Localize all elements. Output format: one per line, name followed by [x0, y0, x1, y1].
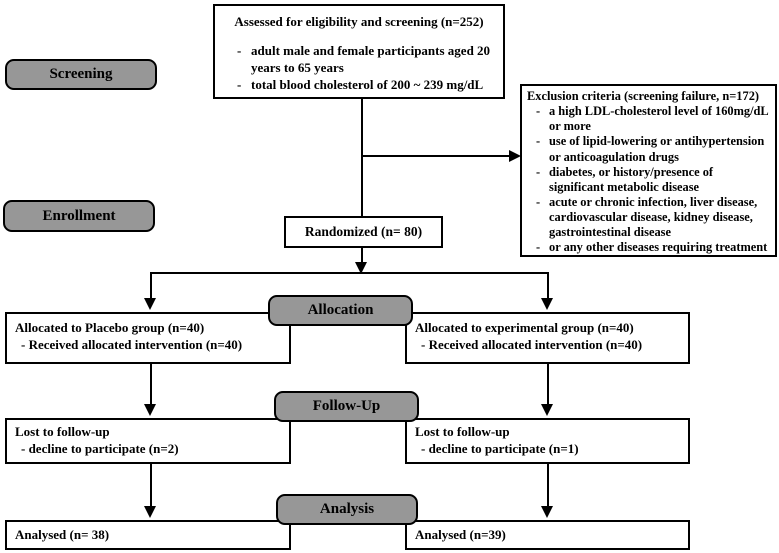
placebo-followup-line2: - decline to participate (n=2): [21, 440, 179, 456]
assessed-title: Assessed for eligibility and screening (…: [234, 14, 484, 29]
bullet-item: - a high LDL-cholesterol level of 160mg/…: [529, 104, 770, 134]
placebo-followup-arrow-down-icon: [144, 404, 156, 416]
placebo-allocation-box: Allocated to Placebo group (n=40) - Rece…: [5, 312, 291, 364]
stage-label-followup: Follow-Up: [274, 391, 419, 422]
experimental-analysis-label: Analysed (n=39): [415, 527, 506, 542]
bullet-dash: -: [536, 194, 541, 209]
bullet-dash: -: [237, 42, 242, 58]
bullet-text: adult male and female participants aged …: [251, 42, 491, 75]
connector-assessed-to-randomized: [361, 99, 363, 216]
connector-to-exclusion: [361, 155, 509, 157]
bullet-item: - total blood cholesterol of 200 ~ 239 m…: [231, 77, 495, 94]
bullet-dash: -: [536, 104, 541, 119]
experimental-analysis-arrow-down-icon: [541, 506, 553, 518]
exclusion-bullets: - a high LDL-cholesterol level of 160mg/…: [527, 104, 770, 255]
bullet-text: or any other diseases requiring treatmen…: [549, 240, 768, 255]
connector-branch-to-placebo: [150, 272, 152, 300]
exclusion-title: Exclusion criteria (screening failure, n…: [527, 89, 760, 103]
bullet-dash: -: [536, 134, 541, 149]
bullet-item: - diabetes, or history/presence of signi…: [529, 165, 770, 195]
connector-experimental-to-followup: [547, 364, 549, 406]
connector-placebo-to-analysis: [150, 464, 152, 508]
placebo-allocation-line1: Allocated to Placebo group (n=40): [15, 320, 205, 335]
placebo-allocation-arrow-down-icon: [144, 298, 156, 310]
experimental-followup-line2: - decline to participate (n=1): [421, 440, 579, 456]
branch-arrow-down-icon: [355, 262, 367, 274]
connector-randomized-to-branch: [361, 248, 363, 264]
placebo-followup-box: Lost to follow-up - decline to participa…: [5, 418, 291, 464]
experimental-allocation-arrow-down-icon: [541, 298, 553, 310]
bullet-dash: -: [536, 164, 541, 179]
exclusion-box: Exclusion criteria (screening failure, n…: [520, 84, 777, 257]
bullet-text: total blood cholesterol of 200 ~ 239 mg/…: [251, 76, 484, 92]
bullet-item: - acute or chronic infection, liver dise…: [529, 195, 770, 240]
experimental-followup-arrow-down-icon: [541, 404, 553, 416]
placebo-analysis-label: Analysed (n= 38): [15, 527, 110, 542]
experimental-analysis-box: Analysed (n=39): [405, 520, 690, 550]
stage-label-allocation: Allocation: [268, 295, 413, 326]
experimental-allocation-line1: Allocated to experimental group (n=40): [415, 320, 634, 335]
experimental-followup-box: Lost to follow-up - decline to participa…: [405, 418, 690, 464]
bullet-item: - use of lipid-lowering or antihypertens…: [529, 134, 770, 164]
connector-experimental-to-analysis: [547, 464, 549, 508]
bullet-text: a high LDL-cholesterol level of 160mg/dL…: [549, 104, 769, 134]
experimental-allocation-line2: - Received allocated intervention (n=40): [421, 336, 643, 352]
connector-placebo-to-followup: [150, 364, 152, 406]
experimental-followup-line1: Lost to follow-up: [415, 424, 510, 439]
bullet-item: - or any other diseases requiring treatm…: [529, 240, 770, 255]
exclusion-arrow-right-icon: [509, 150, 521, 162]
bullet-text: diabetes, or history/presence of signifi…: [549, 164, 714, 194]
experimental-allocation-box: Allocated to experimental group (n=40) -…: [405, 312, 690, 364]
bullet-item: - adult male and female participants age…: [231, 43, 495, 77]
randomized-box: Randomized (n= 80): [284, 216, 443, 248]
connector-branch-to-experimental: [547, 272, 549, 300]
bullet-dash: -: [237, 76, 242, 92]
stage-label-screening: Screening: [5, 59, 157, 90]
bullet-dash: -: [536, 240, 541, 255]
placebo-analysis-box: Analysed (n= 38): [5, 520, 291, 550]
assessed-box: Assessed for eligibility and screening (…: [213, 4, 505, 99]
randomized-label: Randomized (n= 80): [304, 224, 423, 240]
placebo-allocation-line2: - Received allocated intervention (n=40): [21, 336, 243, 352]
assessed-bullets: - adult male and female participants age…: [223, 43, 495, 94]
placebo-followup-line1: Lost to follow-up: [15, 424, 110, 439]
connector-branch-horizontal: [150, 272, 549, 274]
stage-label-enrollment: Enrollment: [3, 200, 155, 232]
placebo-analysis-arrow-down-icon: [144, 506, 156, 518]
bullet-text: acute or chronic infection, liver diseas…: [549, 194, 758, 240]
stage-label-analysis: Analysis: [276, 494, 418, 525]
bullet-text: use of lipid-lowering or antihypertensio…: [549, 134, 765, 164]
